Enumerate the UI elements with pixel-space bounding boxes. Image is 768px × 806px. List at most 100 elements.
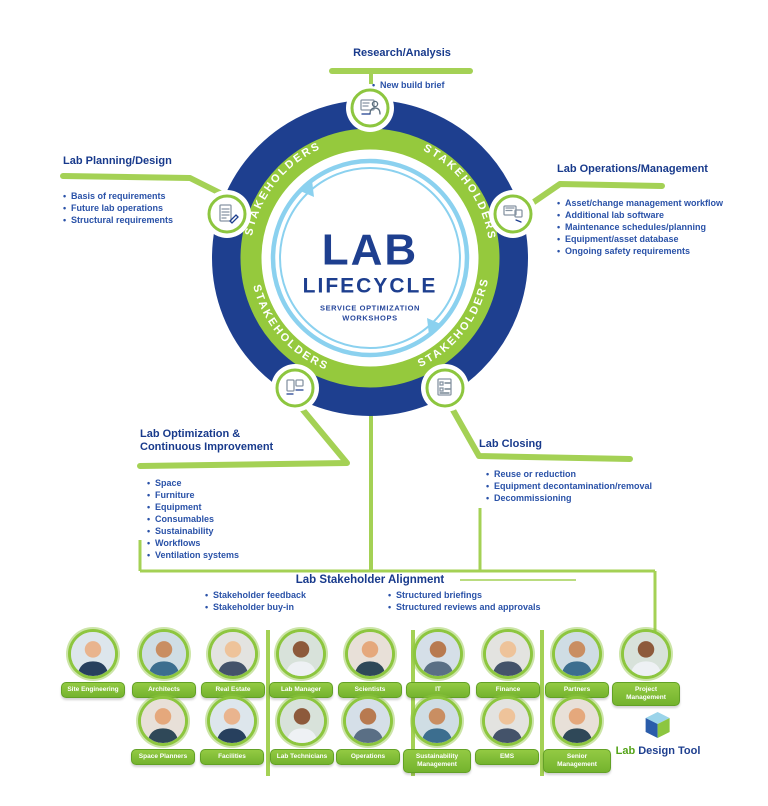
logo: Lab Design Tool	[615, 710, 701, 757]
section-optimization-heading: Lab Optimization & Continuous Improvemen…	[140, 428, 274, 453]
bullet-item: Consumables	[147, 513, 317, 525]
logo-text: Lab Design Tool	[615, 745, 701, 757]
bullet-item: Additional lab software	[557, 209, 765, 221]
cube-icon	[645, 712, 670, 738]
bullet-item: Structured briefings	[388, 589, 588, 601]
stakeholder-card: Architects	[129, 632, 199, 698]
training-presentation-icon	[360, 99, 381, 115]
stakeholder-card: EMS	[472, 699, 542, 765]
stakeholder-label: Operations	[336, 749, 400, 765]
bullet-item: Stakeholder feedback	[205, 589, 375, 601]
stakeholder-card: Facilities	[197, 699, 267, 765]
section-planning-bullets: Basis of requirements Future lab operati…	[63, 190, 243, 226]
hub-subtitle: LIFECYCLE	[302, 274, 438, 298]
stage-node-research	[350, 88, 390, 128]
section-optimization: Lab Optimization & Continuous Improvemen…	[140, 428, 350, 454]
section-operations: Lab Operations/Management	[557, 163, 767, 176]
bullet-item: Reuse or reduction	[486, 468, 676, 480]
avatar	[555, 632, 599, 676]
bullet-item: Ongoing safety requirements	[557, 245, 765, 257]
alignment-left-bullets: Stakeholder feedback Stakeholder buy-in	[205, 589, 375, 613]
avatar	[346, 699, 390, 743]
bullet-item: Basis of requirements	[63, 190, 243, 202]
stage-node-operations	[493, 194, 533, 234]
bullet-item: Structured reviews and approvals	[388, 601, 588, 613]
stakeholder-card: Lab Manager	[266, 632, 336, 698]
avatar	[624, 632, 668, 676]
avatar	[416, 632, 460, 676]
stakeholder-card: Partners	[542, 632, 612, 698]
avatar	[280, 699, 324, 743]
stakeholder-label: Senior Management	[543, 749, 611, 773]
hub-title: LAB	[321, 225, 419, 275]
alignment-right-bullets: Structured briefings Structured reviews …	[388, 589, 588, 613]
stakeholder-label: Lab Technicians	[270, 749, 334, 765]
section-operations-bullets: Asset/change management workflow Additio…	[557, 197, 765, 257]
bullet-item: Future lab operations	[63, 202, 243, 214]
stakeholder-label: Scientists	[338, 682, 402, 698]
section-closing-bullets: Reuse or reduction Equipment decontamina…	[486, 468, 676, 504]
bullet-item: Ventilation systems	[147, 549, 317, 561]
stakeholder-label: Partners	[545, 682, 609, 698]
stakeholder-card: Lab Technicians	[267, 699, 337, 765]
stage-node-closing	[425, 368, 465, 408]
stakeholder-label: Site Engineering	[61, 682, 125, 698]
stakeholder-label: Architects	[132, 682, 196, 698]
layout-kanban-icon	[286, 379, 304, 395]
section-optimization-bullets: Space Furniture Equipment Consumables Su…	[147, 477, 317, 561]
stakeholder-label: Real Estate	[201, 682, 265, 698]
avatar	[348, 632, 392, 676]
section-operations-heading: Lab Operations/Management	[557, 163, 708, 175]
monitor-gear-icon	[503, 205, 523, 223]
stage-node-optimization	[275, 368, 315, 408]
avatar	[555, 699, 599, 743]
section-closing-heading: Lab Closing	[479, 438, 542, 450]
stakeholder-label: EMS	[475, 749, 539, 765]
section-closing: Lab Closing	[479, 438, 639, 451]
avatar	[210, 699, 254, 743]
bullet-item: Space	[147, 477, 317, 489]
bullet-item: Decommissioning	[486, 492, 676, 504]
avatar	[211, 632, 255, 676]
hub-tagline: SERVICE OPTIMIZATION WORKSHOPS	[319, 303, 421, 323]
bullet-item: Sustainability	[147, 525, 317, 537]
section-planning-heading: Lab Planning/Design	[63, 155, 172, 167]
bullet-item: Equipment decontamination/removal	[486, 480, 676, 492]
bullet-item: Equipment	[147, 501, 317, 513]
section-research-heading: Research/Analysis	[353, 47, 451, 59]
stakeholder-label: Facilities	[200, 749, 264, 765]
avatar	[486, 632, 530, 676]
stakeholder-label: Lab Manager	[269, 682, 333, 698]
section-research-bullets: New build brief	[372, 79, 482, 91]
stakeholder-card: Finance	[473, 632, 543, 698]
cycle-arrows	[270, 158, 470, 358]
section-planning: Lab Planning/Design	[63, 155, 238, 168]
stakeholder-label: IT	[406, 682, 470, 698]
checklist-document-icon	[437, 378, 452, 396]
avatar	[71, 632, 115, 676]
stakeholder-card: Operations	[333, 699, 403, 765]
alignment-heading: Lab Stakeholder Alignment	[295, 574, 445, 586]
stakeholder-label: Project Management	[612, 682, 680, 706]
avatar	[142, 632, 186, 676]
stakeholder-card: Senior Management	[542, 699, 612, 773]
stakeholder-label: Space Planners	[131, 749, 195, 765]
section-research: Research/Analysis	[317, 47, 487, 60]
bullet-item: Workflows	[147, 537, 317, 549]
center-hub: LAB LIFECYCLE SERVICE OPTIMIZATION WORKS…	[302, 225, 438, 324]
bullet-item: Stakeholder buy-in	[205, 601, 375, 613]
avatar	[279, 632, 323, 676]
green-lifecycle-ring	[240, 128, 500, 388]
avatar	[141, 699, 185, 743]
bullet-item: Structural requirements	[63, 214, 243, 226]
stakeholder-card: Space Planners	[128, 699, 198, 765]
avatar	[485, 699, 529, 743]
bullet-item: Furniture	[147, 489, 317, 501]
stakeholder-card: IT	[403, 632, 473, 698]
avatar	[415, 699, 459, 743]
stakeholder-label: Sustainability Management	[403, 749, 471, 773]
stakeholder-card: Sustainability Management	[402, 699, 472, 773]
bullet-item: New build brief	[372, 79, 482, 91]
